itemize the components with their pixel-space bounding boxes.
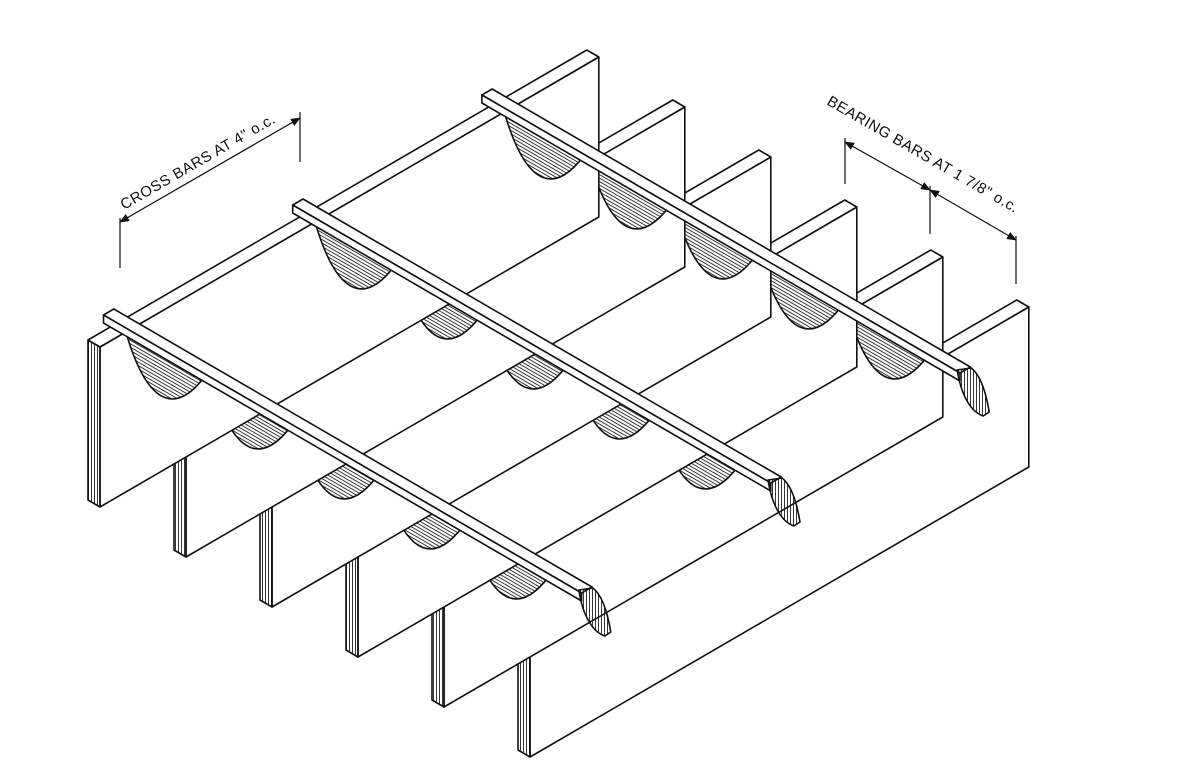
bearing-bar-end-face — [87, 339, 101, 508]
dimension-line-1 — [844, 141, 931, 191]
bearing-bar-top-face — [87, 49, 600, 348]
cross-bar-curled-end — [578, 587, 612, 637]
cross-bars-label: CROSS BARS AT 4" o.c. — [118, 111, 279, 214]
bearing-bars-label: BEARING BARS AT 1 7/8" o.c. — [824, 93, 1022, 217]
grating-assembly — [87, 49, 1030, 758]
bearing-bars-dimension — [844, 138, 1017, 284]
cross-bars-dimension — [119, 112, 301, 268]
cross-bar-curled-end — [956, 367, 990, 417]
dimension-line-2 — [929, 189, 1017, 241]
dimension-line — [119, 117, 301, 223]
cross-bar-curled-end — [767, 477, 801, 527]
